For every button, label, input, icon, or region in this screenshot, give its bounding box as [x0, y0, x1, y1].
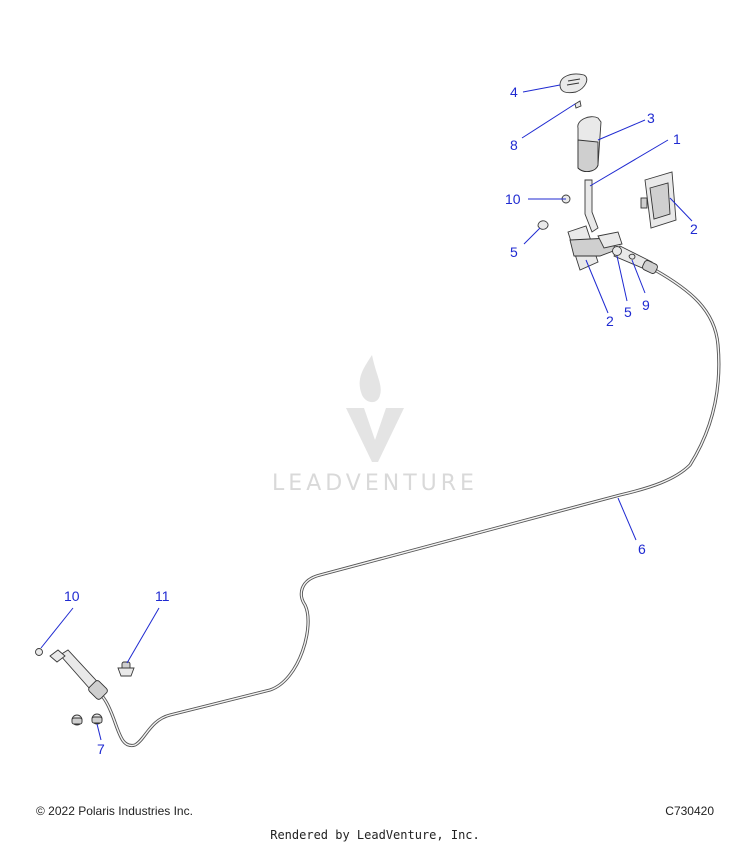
callout-1: 1 [673, 131, 681, 147]
callout-7: 7 [97, 741, 105, 757]
callout-5-left: 5 [510, 244, 518, 260]
shifter-assembly [537, 73, 677, 274]
pivot-parts-7 [71, 713, 103, 726]
callout-9: 9 [642, 297, 650, 313]
callouts: 1 2 2 3 4 5 5 6 7 8 9 10 10 11 [64, 84, 698, 757]
diagram-code: C730420 [665, 804, 714, 818]
callout-4: 4 [510, 84, 518, 100]
cable-clip-11 [117, 661, 135, 677]
bushing-left [537, 220, 549, 230]
lower-cable-end [35, 648, 108, 700]
callout-10-lower: 10 [64, 588, 80, 604]
copyright-notice: © 2022 Polaris Industries Inc. [36, 804, 193, 818]
callout-2-right: 2 [690, 221, 698, 237]
rendered-by-credit: Rendered by LeadVenture, Inc. [270, 828, 480, 842]
v-logo-icon [346, 408, 404, 462]
callout-2-left: 2 [606, 313, 614, 329]
screw-8 [574, 100, 582, 109]
callout-3: 3 [647, 110, 655, 126]
shift-lever [584, 179, 599, 233]
callout-11: 11 [155, 588, 170, 604]
clip-ring-lower [35, 648, 43, 656]
callout-6: 6 [638, 541, 646, 557]
flame-logo-icon [359, 355, 381, 403]
shift-cable [96, 268, 721, 748]
bushing-right [612, 246, 622, 256]
callout-8: 8 [510, 137, 518, 153]
watermark-text: LEADVENTURE [272, 471, 478, 496]
leadventure-watermark: LEADVENTURE [272, 355, 478, 496]
clip-9 [628, 253, 636, 260]
callout-10-upper: 10 [505, 191, 521, 207]
knob-cap [559, 73, 588, 94]
leader-lines [40, 84, 693, 741]
callout-5-right: 5 [624, 304, 632, 320]
